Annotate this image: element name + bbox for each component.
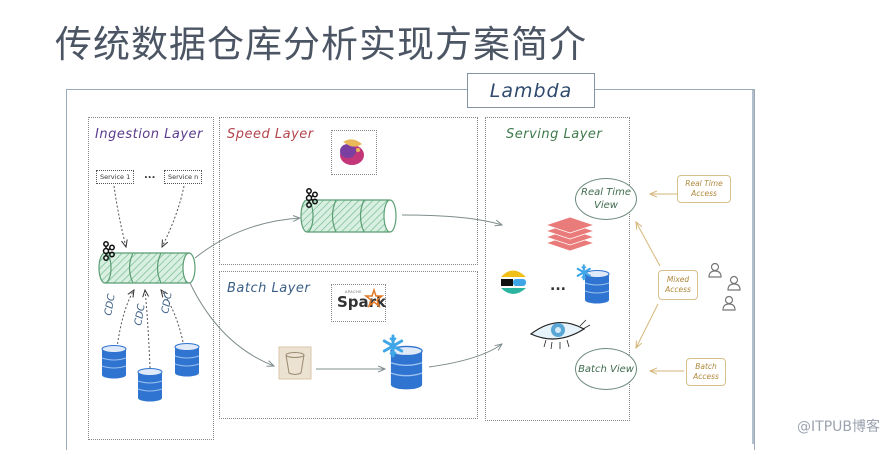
mixed-to-batch-arrow xyxy=(636,303,659,348)
source-db-2 xyxy=(137,368,163,402)
cdc-label-1: CDC xyxy=(103,293,118,316)
services-ellipsis: ... xyxy=(144,170,156,181)
page-title: 传统数据仓库分析实现方案简介 xyxy=(55,23,587,66)
batch-layer-label: Batch Layer xyxy=(227,281,311,296)
cdc-label-3: CDC xyxy=(160,291,175,314)
spark-logo-box xyxy=(331,284,386,322)
cdc-arrow-2 xyxy=(145,290,151,369)
source-db-3 xyxy=(174,343,200,377)
batch-access-box: Batch Access xyxy=(686,358,726,386)
speed-to-serving-arrow xyxy=(401,214,502,225)
speed-layer-label: Speed Layer xyxy=(227,127,314,142)
user-icon-1 xyxy=(708,262,722,278)
batch-view: Batch View xyxy=(575,348,637,390)
stacked-layers-icon xyxy=(544,216,596,252)
mixed-to-realtime-arrow xyxy=(636,222,661,267)
spark-logo-subtext: APACHE xyxy=(345,290,362,294)
serving-layer-box xyxy=(485,117,630,421)
lambda-label: Lambda xyxy=(467,73,595,108)
serving-ellipsis: ... xyxy=(550,278,566,294)
service-1-box: Service 1 xyxy=(96,170,135,184)
serving-layer-label: Serving Layer xyxy=(506,127,603,142)
real-time-view: Real Time View xyxy=(575,178,637,220)
speed-kafka-queue xyxy=(300,199,397,233)
user-icon-3 xyxy=(722,295,736,311)
cdc-arrow-3 xyxy=(161,290,184,343)
eye-icon xyxy=(529,319,591,350)
cdc-arrow-1 xyxy=(116,290,134,349)
cdc-label-2: CDC xyxy=(133,303,148,326)
real-time-access-box: Real Time Access xyxy=(677,175,731,203)
service-n-box: Service n xyxy=(164,170,203,184)
mixed-access-box: Mixed Access xyxy=(658,270,698,300)
source-db-1 xyxy=(101,345,127,379)
ingestion-to-batch-arrow xyxy=(189,282,274,366)
watermark: @ITPUB博客 xyxy=(797,419,880,435)
elasticsearch-icon xyxy=(501,270,526,294)
batch-to-serving-arrow xyxy=(428,344,502,368)
ingestion-layer-box xyxy=(88,117,214,440)
batch-layer-box xyxy=(219,271,478,419)
speed-layer-box xyxy=(219,117,478,265)
spark-logo-text: Spark xyxy=(337,293,387,311)
ingestion-to-speed-arrow xyxy=(194,218,300,259)
service-n-arrow xyxy=(162,185,185,247)
ingestion-kafka-queue xyxy=(98,252,196,284)
service-1-arrow xyxy=(113,185,126,247)
flink-icon xyxy=(340,139,364,165)
user-icon-2 xyxy=(727,275,741,291)
ingestion-layer-label: Ingestion Layer xyxy=(95,127,203,142)
lambda-frame xyxy=(66,89,755,450)
spark-star-icon xyxy=(363,287,385,309)
s3-bucket-icon xyxy=(278,346,312,380)
